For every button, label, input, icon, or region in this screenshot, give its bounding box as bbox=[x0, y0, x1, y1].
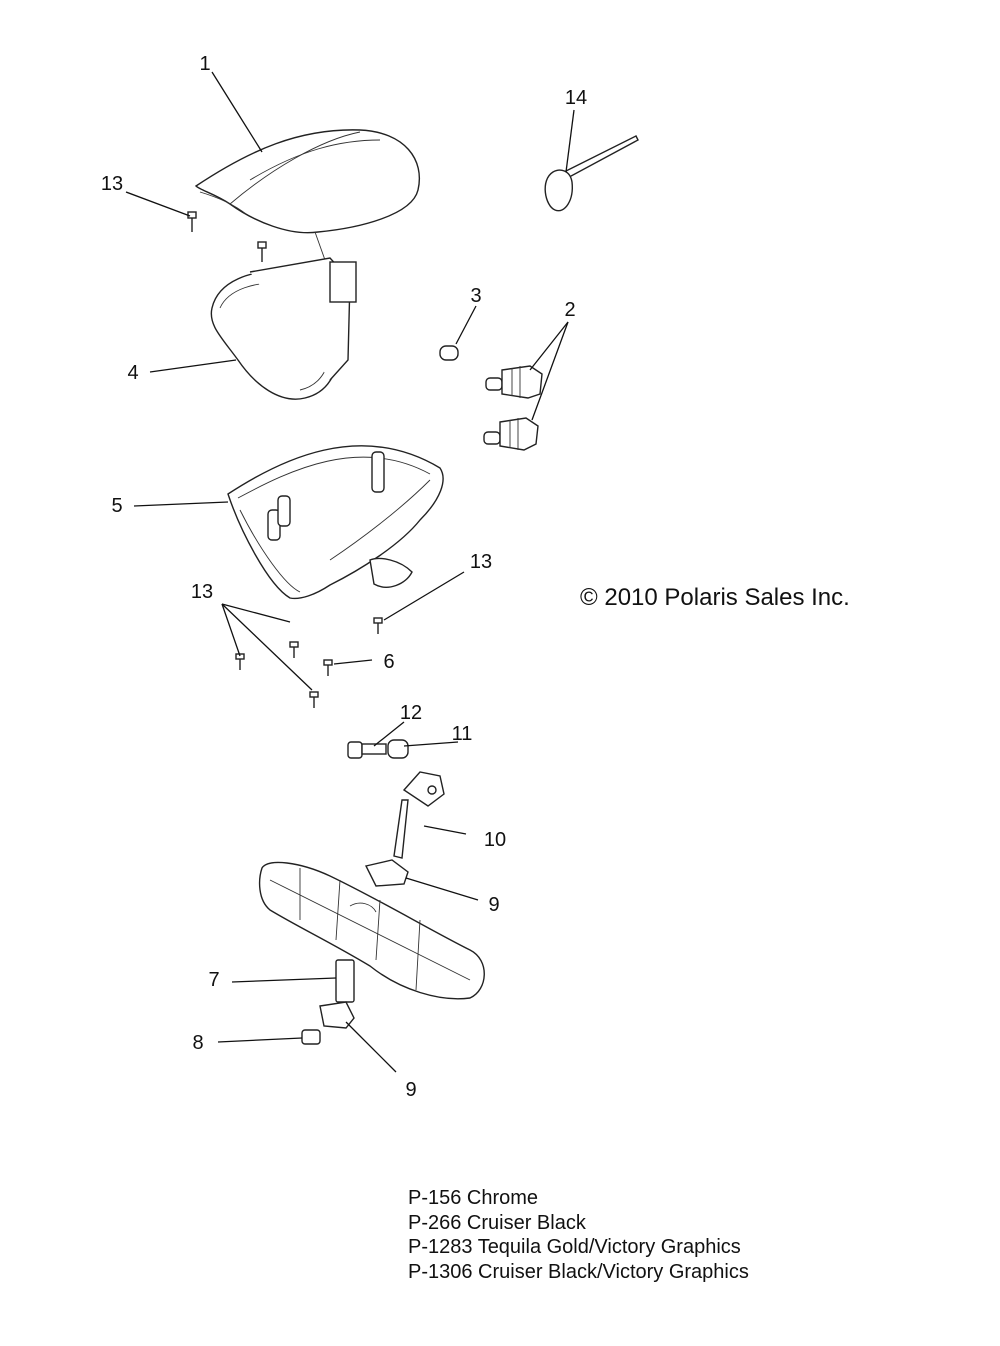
callout-7: 7 bbox=[208, 969, 219, 991]
callout-13-left: 13 bbox=[191, 581, 213, 603]
callout-3: 3 bbox=[470, 285, 481, 307]
screw-13-f bbox=[373, 617, 383, 634]
callout-5: 5 bbox=[111, 495, 122, 517]
leader-lines bbox=[125, 71, 575, 1073]
callout-14: 14 bbox=[565, 87, 587, 109]
fork-bridge bbox=[258, 861, 485, 1000]
screw-13-b bbox=[257, 241, 267, 262]
callout-12: 12 bbox=[400, 702, 422, 724]
grommet-lower bbox=[319, 1001, 355, 1029]
legend-item: P-266 Cruiser Black bbox=[408, 1211, 586, 1234]
paint-code-legend: P-156 Chrome P-266 Cruiser Black P-1283 … bbox=[408, 1186, 749, 1284]
callout-13-top: 13 bbox=[101, 173, 123, 195]
bulb-small bbox=[439, 345, 459, 361]
bulb-halogen-upper bbox=[485, 365, 543, 399]
callout-10: 10 bbox=[484, 829, 506, 851]
cable-tie bbox=[544, 135, 639, 212]
screw-13-e bbox=[309, 691, 319, 708]
grommet-upper bbox=[364, 859, 409, 887]
copyright-notice: © 2010 Polaris Sales Inc. bbox=[580, 584, 850, 611]
callout-9-upper: 9 bbox=[488, 894, 499, 916]
screw-13-d bbox=[235, 653, 245, 670]
headlight-cover bbox=[194, 129, 420, 261]
callout-2: 2 bbox=[564, 299, 575, 321]
sleeve bbox=[335, 959, 355, 1003]
legend-item: P-156 Chrome bbox=[408, 1187, 539, 1209]
callout-8: 8 bbox=[192, 1032, 203, 1054]
headlight-housing bbox=[227, 445, 444, 600]
callout-4: 4 bbox=[127, 362, 138, 384]
screw-13-c bbox=[289, 641, 299, 658]
screw-6 bbox=[323, 659, 333, 676]
legend-item: P-1306 Cruiser Black/Victory Graphics bbox=[408, 1260, 749, 1283]
callout-6: 6 bbox=[383, 651, 394, 673]
callout-11: 11 bbox=[452, 723, 473, 745]
legend-item: P-1283 Tequila Gold/Victory Graphics bbox=[408, 1236, 741, 1258]
headlight-lamp bbox=[210, 257, 357, 400]
callout-1: 1 bbox=[199, 53, 210, 75]
nut bbox=[301, 1029, 321, 1045]
callout-13-right: 13 bbox=[470, 551, 492, 573]
bulb-halogen-lower bbox=[483, 417, 539, 451]
screw-13-a bbox=[187, 211, 197, 232]
mount-bracket bbox=[393, 771, 445, 859]
spacer bbox=[387, 739, 409, 759]
callout-9-lower: 9 bbox=[405, 1079, 416, 1101]
bolt bbox=[347, 741, 387, 759]
